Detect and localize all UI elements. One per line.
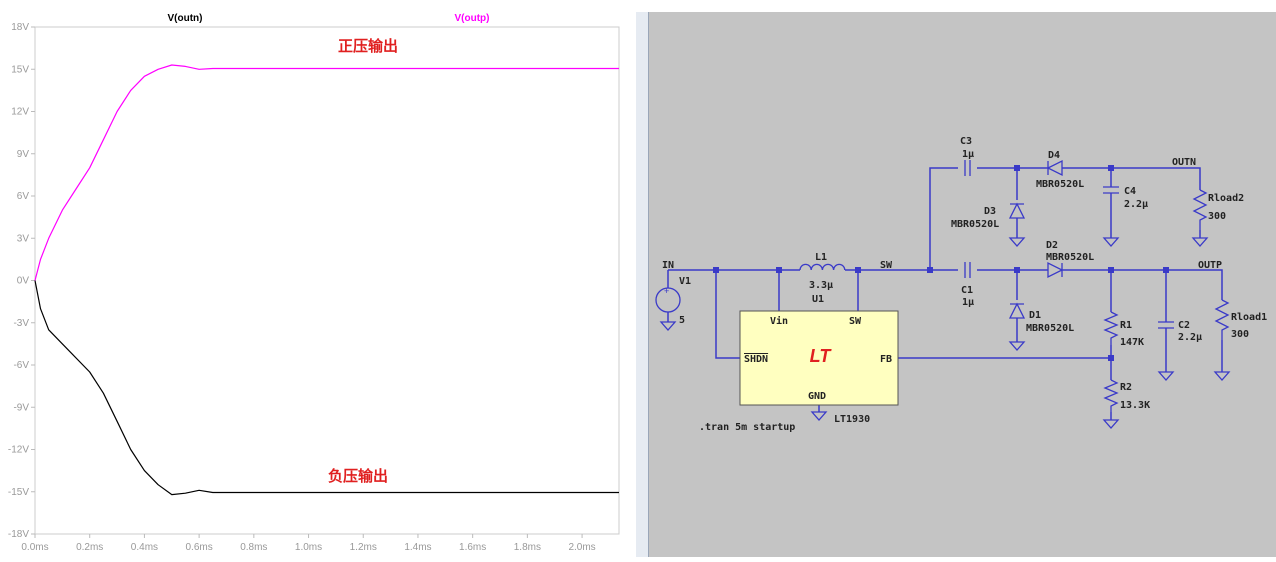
r2-ref: R2 [1120,382,1132,393]
y-tick-label: 9V [17,149,30,160]
d4-value: MBR0520L [1036,179,1084,190]
c3-value: 1µ [962,149,974,160]
x-tick-label: 0.6ms [186,542,213,553]
x-tick-label: 0.4ms [131,542,158,553]
u1-part: LT1930 [834,414,870,425]
x-tick-label: 1.0ms [295,542,322,553]
y-tick-label: -9V [13,402,29,413]
pin-vin: Vin [770,315,788,327]
d2-ref: D2 [1046,240,1058,251]
capacitor-c3-icon[interactable] [964,160,971,176]
y-tick-label: -3V [13,318,29,329]
l1-value: 3.3µ [809,280,833,291]
y-tick-label: 18V [11,22,29,33]
y-tick-label: -18V [8,529,29,540]
wire-main [668,269,1223,372]
annotation-positive: 正压输出 [338,37,398,55]
schematic-canvas[interactable]: + LT Vin SW SHDN FB GND IN SW OUTN OUTP … [636,12,1276,557]
inductor-icon[interactable] [799,263,846,271]
diode-d4-icon[interactable] [1046,159,1063,177]
x-tick-label: 0.8ms [240,542,267,553]
pin-shdn: SHDN [744,354,768,365]
d1-value: MBR0520L [1026,323,1074,334]
x-tick-label: 1.6ms [459,542,486,553]
plus-sign-icon: + [664,286,669,296]
rload2-value: 300 [1208,211,1226,222]
capacitor-c1-icon[interactable] [964,262,971,278]
resistor-r2-icon[interactable] [1103,379,1119,412]
c3-ref: C3 [960,136,972,147]
x-tick-label: 0.2ms [76,542,103,553]
trace-label-outn[interactable]: V(outn) [168,13,203,24]
d3-value: MBR0520L [951,219,999,230]
pin-sw: SW [849,316,862,327]
c1-value: 1µ [962,297,974,308]
pin-gnd: GND [808,391,826,402]
capacitor-c4-icon[interactable] [1103,186,1119,194]
schematic-window[interactable]: + LT Vin SW SHDN FB GND IN SW OUTN OUTP … [636,12,1276,557]
c1-ref: C1 [961,285,973,296]
c4-value: 2.2µ [1124,199,1148,210]
trace-voutn[interactable] [34,280,619,496]
wire-caps [1110,168,1167,372]
x-tick-label: 1.4ms [404,542,431,553]
y-tick-label: 0V [17,276,30,287]
window-border [636,12,649,557]
y-tick-label: 3V [17,233,30,244]
resistor-r1-icon[interactable] [1103,311,1119,345]
c2-ref: C2 [1178,320,1190,331]
spice-directive[interactable]: .tran 5m startup [699,422,795,433]
net-outn[interactable]: OUTN [1172,157,1196,168]
waveform-plot[interactable]: V(outn) V(outp) 18V 15V 12V 9V 6V 3V 0V -3V -6V -… [0,0,636,557]
x-tick-label: 2.0ms [568,542,595,553]
plot-area [34,26,620,535]
junction-dots [713,165,1169,361]
r1-value: 147K [1120,337,1144,348]
ground-icons [659,237,1231,429]
capacitor-c2-icon[interactable] [1158,321,1174,329]
y-tick-label: -6V [13,360,29,371]
x-tick-label: 1.8ms [514,542,541,553]
diode-d3-icon[interactable] [1008,202,1026,219]
rload2-ref: Rload2 [1208,193,1244,204]
c2-value: 2.2µ [1178,332,1202,343]
r1-ref: R1 [1120,320,1132,331]
v1-ref: V1 [679,276,691,287]
d1-ref: D1 [1029,310,1041,321]
rload1-ref: Rload1 [1231,312,1267,323]
trace-voutp[interactable] [34,64,619,281]
d3-ref: D3 [984,206,996,217]
y-tick-label: -12V [8,445,29,456]
c4-ref: C4 [1124,186,1136,197]
annotation-negative: 负压输出 [328,467,388,485]
diode-d1-icon[interactable] [1008,302,1026,319]
voltage-source-icon[interactable] [655,287,681,313]
pin-fb: FB [880,354,892,365]
lt1930-chip[interactable] [739,310,899,406]
wire-u1 [715,270,1111,359]
r2-value: 13.3K [1120,400,1150,411]
x-tick-label: 0.0ms [21,542,48,553]
resistor-rload1-icon[interactable] [1214,299,1230,340]
net-in[interactable]: IN [662,260,674,271]
net-outp[interactable]: OUTP [1198,260,1222,271]
v1-value: 5 [679,315,685,326]
rload1-value: 300 [1231,329,1249,340]
y-tick-label: 6V [17,191,30,202]
u1-ref: U1 [812,294,824,305]
l1-ref: L1 [815,252,827,263]
d2-value: MBR0520L [1046,252,1094,263]
x-tick-label: 1.2ms [350,542,377,553]
net-sw[interactable]: SW [880,260,893,271]
wire-top [929,167,1201,270]
y-tick-label: 12V [11,107,29,118]
lt-logo: LT [810,346,833,366]
resistor-rload2-icon[interactable] [1192,189,1208,230]
diode-d2-icon[interactable] [1047,261,1064,279]
d4-ref: D4 [1048,150,1060,161]
y-tick-label: -15V [8,487,29,498]
y-tick-label: 15V [11,64,29,75]
trace-label-outp[interactable]: V(outp) [455,13,490,24]
